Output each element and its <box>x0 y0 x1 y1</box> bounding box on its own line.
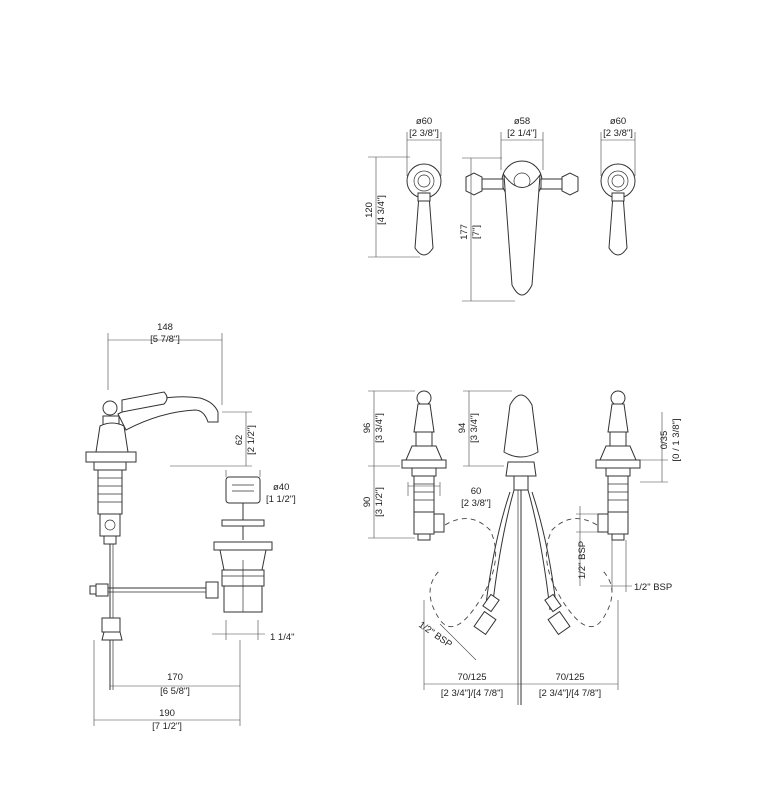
side-spout-reach-in: [5 7/8"] <box>150 334 180 345</box>
left-handle-height: 120 <box>364 202 375 218</box>
waste-diameter: ø40 <box>273 482 289 493</box>
front-handle-height: 96 <box>362 423 373 434</box>
bsp-vertical: 1/2" BSP <box>577 541 588 579</box>
spout-height-in: [7"] <box>471 225 482 239</box>
side-mixer-body <box>85 391 219 690</box>
spout-height: 177 <box>459 224 470 240</box>
left-handle-diameter: ø60 <box>416 116 432 127</box>
deck-thickness: 0/35 <box>659 431 670 450</box>
side-spout-height: 62 <box>234 435 245 446</box>
spout-diameter: ø58 <box>514 116 530 127</box>
body-diameter-in: [2 3/8"] <box>461 498 491 509</box>
rod-distance: 170 <box>167 672 183 683</box>
left-handle-plan <box>406 163 442 256</box>
waste-outlet: 1 1/4" <box>270 632 295 643</box>
total-length-in: [7 1/2"] <box>152 721 182 732</box>
waste-assembly <box>205 476 273 613</box>
right-handle-diameter: ø60 <box>610 116 626 127</box>
right-handle-diameter-in: [2 3/8"] <box>603 128 633 139</box>
top-view: ø60 [2 3/8"] 120 [4 3/4"] ø58 [2 1/4"] 1… <box>364 116 636 302</box>
side-spout-height-in: [2 1/2"] <box>246 425 257 455</box>
spout-plan <box>465 160 579 296</box>
rod-distance-in: [6 5/8"] <box>160 686 190 697</box>
side-spout-reach: 148 <box>157 322 173 333</box>
left-handle-diameter-in: [2 3/8"] <box>409 128 439 139</box>
front-right-valve <box>595 390 641 541</box>
front-spout-height: 94 <box>457 423 468 434</box>
bsp-hose: 1/2" BSP <box>416 619 454 650</box>
right-handle-plan <box>600 163 636 256</box>
popup-rod <box>89 583 212 597</box>
front-handle-height-in: [3 3/4"] <box>374 413 385 443</box>
spout-diameter-in: [2 1/4"] <box>507 128 537 139</box>
bsp-horizontal: 1/2" BSP <box>634 582 672 593</box>
front-spout <box>485 394 557 705</box>
front-view: 96 [3 3/4"] 90 [3 1/2"] 94 [3 3/4"] 0/35… <box>362 390 682 705</box>
right-spacing-in: [2 3/4"]/[4 7/8"] <box>539 688 601 699</box>
left-spacing-in: [2 3/4"]/[4 7/8"] <box>441 688 503 699</box>
body-diameter: 60 <box>471 486 482 497</box>
waste-diameter-in: [1 1/2"] <box>266 494 296 505</box>
left-handle-height-in: [4 3/4"] <box>376 195 387 225</box>
total-length: 190 <box>159 708 175 719</box>
front-below-deck: 90 <box>362 497 373 508</box>
side-view: 148 [5 7/8"] 62 [2 <box>85 322 296 732</box>
front-below-deck-in: [3 1/2"] <box>374 487 385 517</box>
right-spacing: 70/125 <box>555 672 584 683</box>
flex-hoses <box>429 518 613 636</box>
front-left-valve <box>401 390 447 541</box>
deck-thickness-in: [0 / 1 3/8"] <box>671 419 682 462</box>
left-spacing: 70/125 <box>457 672 486 683</box>
front-spout-height-in: [3 3/4"] <box>469 413 480 443</box>
